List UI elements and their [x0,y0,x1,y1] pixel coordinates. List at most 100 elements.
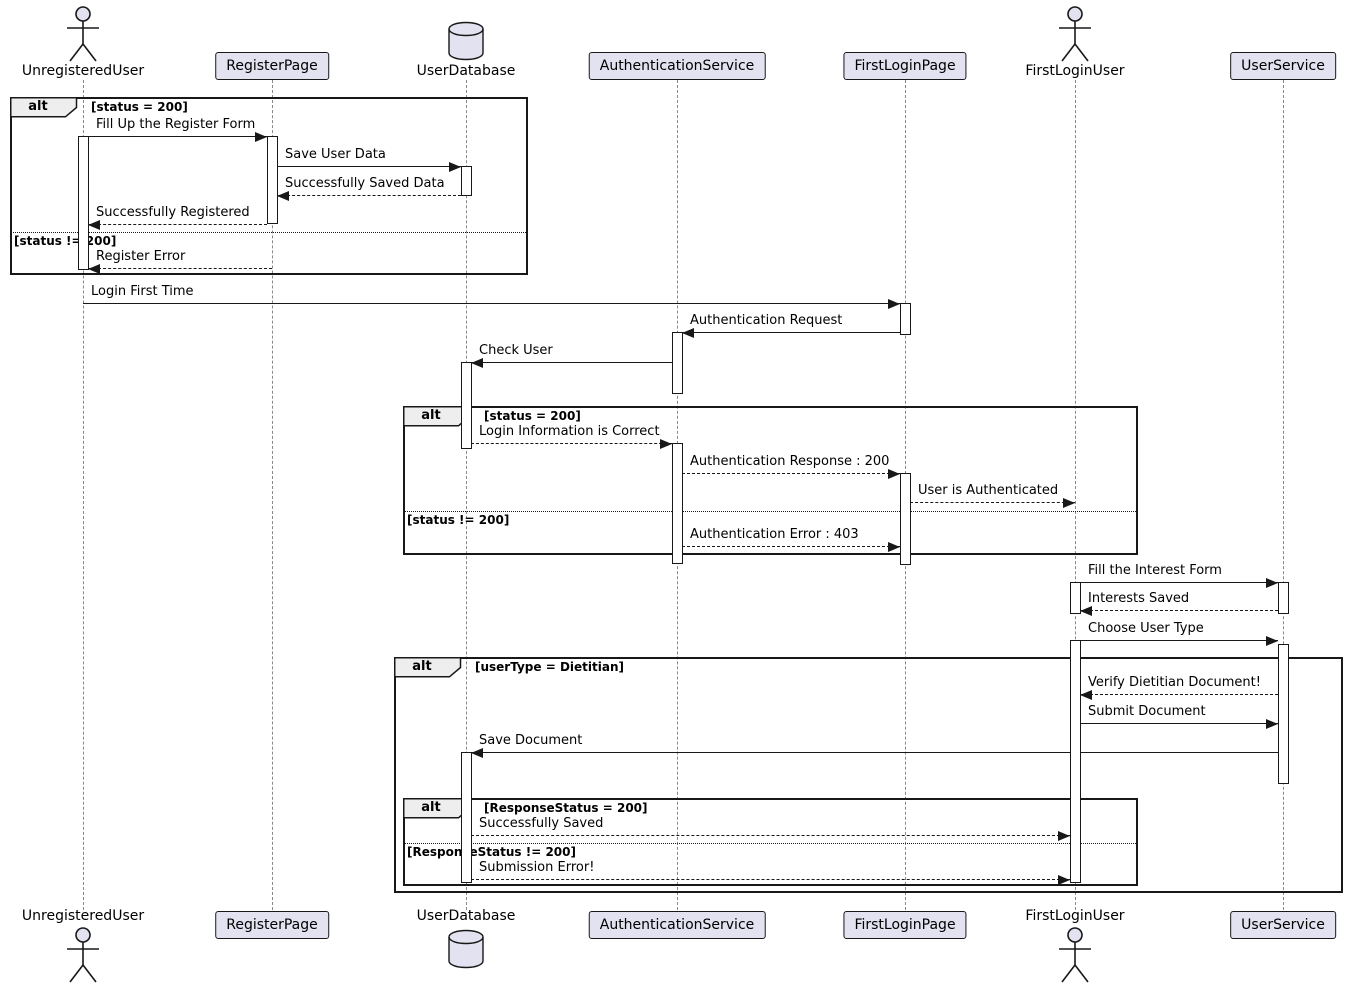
participant-top-RegisterPage: RegisterPage [215,52,329,80]
activation-bar [900,473,911,565]
message-label: Authentication Response : 200 [690,454,890,469]
message-label: Submit Document [1088,704,1206,719]
participant-bottom-RegisterPage: RegisterPage [215,911,329,939]
message-arrow [471,443,672,444]
alt-frame-2-divider [403,511,1138,512]
arrowhead-icon [1266,578,1278,588]
arrowhead-icon [888,542,900,552]
participant-top-FirstLoginUser-shape [1055,5,1095,67]
message-label: Verify Dietitian Document! [1088,675,1261,690]
arrowhead-icon [1080,690,1092,700]
activation-bar [900,303,911,335]
activation-bar [267,136,278,224]
arrowhead-icon [277,191,289,201]
lifeline-FirstLoginUser [1075,80,1076,910]
message-arrow [471,752,1278,753]
alt-frame-1-label: alt [10,97,78,118]
participant-bottom-AuthenticationService: AuthenticationService [588,911,766,939]
message-label: Save User Data [285,147,386,162]
message-label: Successfully Registered [96,205,250,220]
participant-top-UserDatabase-label: UserDatabase [416,63,516,79]
alt-frame-4-label: alt [403,798,471,819]
participant-bottom-FirstLoginUser-label: FirstLoginUser [1025,908,1125,924]
arrowhead-icon [88,220,100,230]
participant-bottom-FirstLoginPage: FirstLoginPage [843,911,967,939]
activation-bar [1278,644,1289,784]
arrowhead-icon [255,132,267,142]
message-label: Successfully Saved Data [285,176,445,191]
message-arrow [1080,723,1278,724]
arrowhead-icon [1266,636,1278,646]
participant-top-UserService: UserService [1230,52,1336,80]
participant-top-UnregisteredUser-shape [63,5,103,67]
message-label: Login First Time [91,284,194,299]
actor-icon [1059,6,1091,62]
alt-frame-1-else-condition: [status != 200] [14,234,117,248]
lifeline-UserService [1283,80,1284,910]
arrowhead-icon [660,439,672,449]
message-label: Interests Saved [1088,591,1190,606]
activation-bar [672,332,683,394]
message-arrow [1080,640,1278,641]
arrowhead-icon [88,264,100,274]
arrowhead-icon [1266,719,1278,729]
participant-bottom-UserDatabase-shape [447,929,485,973]
message-label: User is Authenticated [918,483,1059,498]
alt-frame-4-operator: alt [421,800,441,815]
activation-bar [1278,582,1289,614]
arrowhead-icon [449,162,461,172]
activation-bar [1070,582,1081,614]
actor-icon [67,6,99,62]
arrowhead-icon [888,469,900,479]
message-arrow [88,136,267,137]
participant-bottom-UnregisteredUser-shape [63,926,103,988]
lifeline-UnregisteredUser [83,80,84,910]
arrowhead-icon [888,299,900,309]
arrowhead-icon [471,358,483,368]
participant-top-AuthenticationService: AuthenticationService [588,52,766,80]
participant-top-UserDatabase-shape [447,21,485,65]
activation-bar [672,443,683,564]
arrowhead-icon [682,328,694,338]
message-arrow [682,546,900,547]
participant-bottom-UserDatabase-label: UserDatabase [416,908,516,924]
message-arrow [1080,694,1278,695]
participant-bottom-FirstLoginUser-shape [1055,926,1095,988]
message-label: Login Information is Correct [479,424,660,439]
message-arrow [277,166,461,167]
activation-bar [461,752,472,883]
arrowhead-icon [1058,831,1070,841]
message-arrow [83,303,900,304]
message-label: Check User [479,343,553,358]
alt-frame-1-condition: [status = 200] [91,100,188,114]
alt-frame-3-operator: alt [412,659,432,674]
alt-frame-2-operator: alt [421,408,441,423]
alt-frame-2-else-condition: [status != 200] [407,513,510,527]
alt-frame-1 [10,97,528,275]
activation-bar [78,136,89,270]
alt-frame-3-condition: [userType = Dietitian] [475,660,624,674]
participant-top-UnregisteredUser-label: UnregisteredUser [21,63,145,79]
message-arrow [1080,610,1278,611]
alt-frame-4-divider [403,843,1138,844]
arrowhead-icon [1058,875,1070,885]
alt-frame-3-label: alt [394,657,462,678]
participant-top-FirstLoginPage: FirstLoginPage [843,52,967,80]
alt-frame-4-condition: [ResponseStatus = 200] [484,801,648,815]
arrowhead-icon [1063,498,1075,508]
message-arrow [471,362,672,363]
alt-frame-1-divider [10,232,528,233]
message-label: Save Document [479,733,583,748]
message-label: Register Error [96,249,186,264]
alt-frame-2 [403,406,1138,555]
alt-pentagon-icon [10,97,78,118]
participant-bottom-UserService: UserService [1230,911,1336,939]
alt-frame-4 [403,798,1138,886]
activation-bar [1070,640,1081,883]
alt-frame-1-operator: alt [28,99,48,114]
message-label: Fill the Interest Form [1088,563,1222,578]
message-label: Successfully Saved [479,816,604,831]
message-label: Fill Up the Register Form [96,117,256,132]
lifeline-RegisterPage [272,80,273,910]
